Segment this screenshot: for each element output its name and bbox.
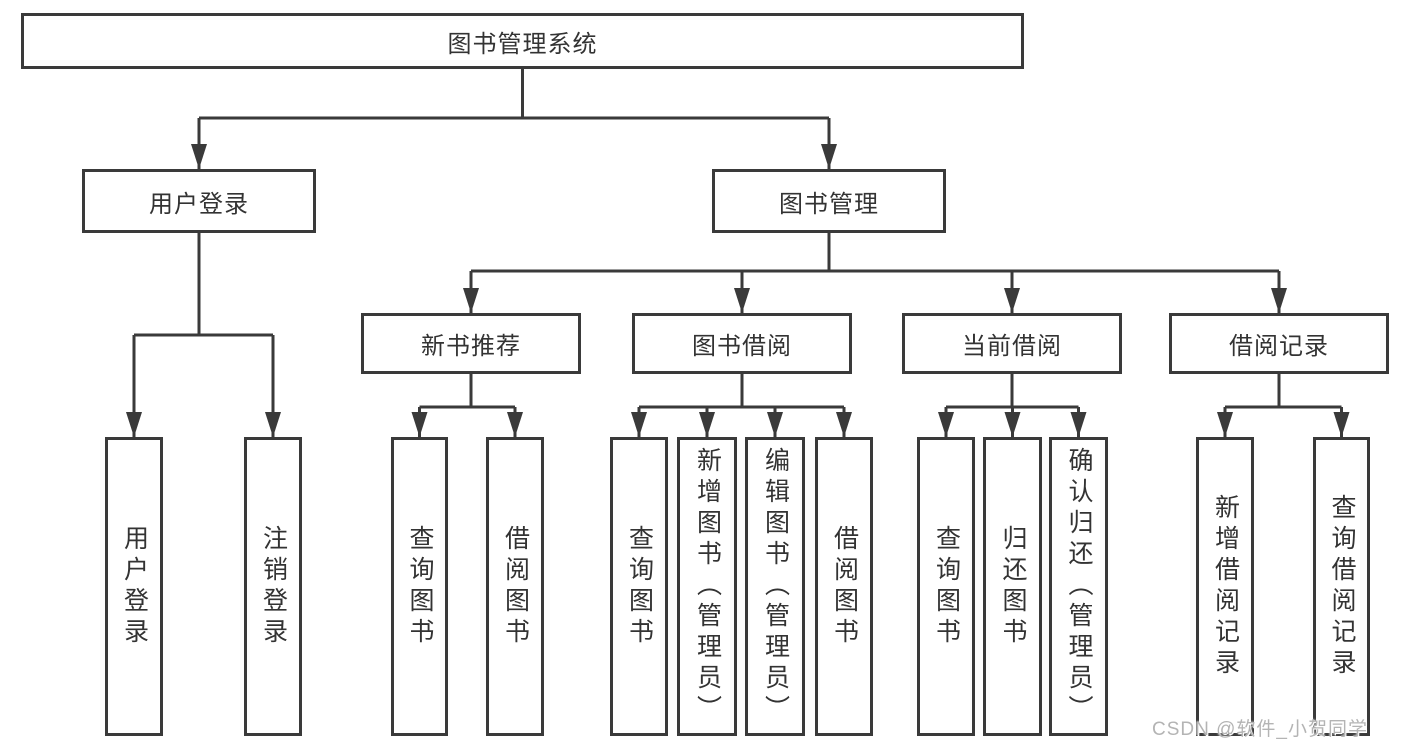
node-current-borrowing: 当前借阅 xyxy=(902,313,1122,374)
node-user-login: 用户登录 xyxy=(82,169,316,233)
node-label: 当前借阅 xyxy=(962,333,1062,360)
leaf-current-query-books: 查询图书 xyxy=(917,437,975,736)
leaf-label: 借阅图书 xyxy=(501,524,530,649)
node-label: 图书借阅 xyxy=(692,333,792,360)
node-label: 借阅记录 xyxy=(1229,333,1329,360)
leaf-label: 确认归还（管理员） xyxy=(1065,447,1093,726)
leaf-current-return-books: 归还图书 xyxy=(983,437,1042,736)
leaf-records-query-record: 查询借阅记录 xyxy=(1313,437,1370,736)
node-label: 图书管理 xyxy=(779,190,879,218)
node-library-management-system: 图书管理系统 xyxy=(21,13,1024,69)
leaf-records-add-record: 新增借阅记录 xyxy=(1196,437,1254,736)
node-new-book-recommendation: 新书推荐 xyxy=(361,313,581,374)
leaf-label: 查询图书 xyxy=(625,524,654,649)
leaf-newbook-query-books: 查询图书 xyxy=(391,437,448,736)
leaf-borrowing-edit-books-admin: 编辑图书（管理员） xyxy=(745,437,805,736)
leaf-borrowing-query-books: 查询图书 xyxy=(610,437,668,736)
leaf-label: 编辑图书（管理员） xyxy=(761,447,790,726)
leaf-label: 查询借阅记录 xyxy=(1328,493,1356,680)
leaf-current-confirm-return-admin: 确认归还（管理员） xyxy=(1049,437,1108,736)
node-label: 新书推荐 xyxy=(421,333,521,360)
leaf-label: 新增借阅记录 xyxy=(1211,493,1240,680)
leaf-borrowing-add-books-admin: 新增图书（管理员） xyxy=(677,437,737,736)
arrowheads xyxy=(126,144,1350,437)
leaf-label: 归还图书 xyxy=(999,524,1027,649)
node-label: 用户登录 xyxy=(149,190,249,218)
leaf-user-login: 用户登录 xyxy=(105,437,163,736)
csdn-watermark: CSDN @软件_小贺同学 xyxy=(1152,719,1368,740)
node-book-management: 图书管理 xyxy=(712,169,946,233)
leaf-label: 用户登录 xyxy=(120,524,149,649)
node-borrowing-records: 借阅记录 xyxy=(1169,313,1389,374)
leaf-label: 注销登录 xyxy=(259,524,288,649)
leaf-label: 查询图书 xyxy=(406,524,434,649)
leaf-label: 新增图书（管理员） xyxy=(693,447,722,726)
leaf-logout-login: 注销登录 xyxy=(244,437,302,736)
leaf-label: 查询图书 xyxy=(932,524,961,649)
node-book-borrowing: 图书借阅 xyxy=(632,313,852,374)
node-label: 图书管理系统 xyxy=(447,30,598,58)
leaf-borrowing-borrow-books: 借阅图书 xyxy=(815,437,873,736)
connector-paths xyxy=(132,69,1343,437)
leaf-newbook-borrow-books: 借阅图书 xyxy=(486,437,544,736)
leaf-label: 借阅图书 xyxy=(830,524,859,649)
